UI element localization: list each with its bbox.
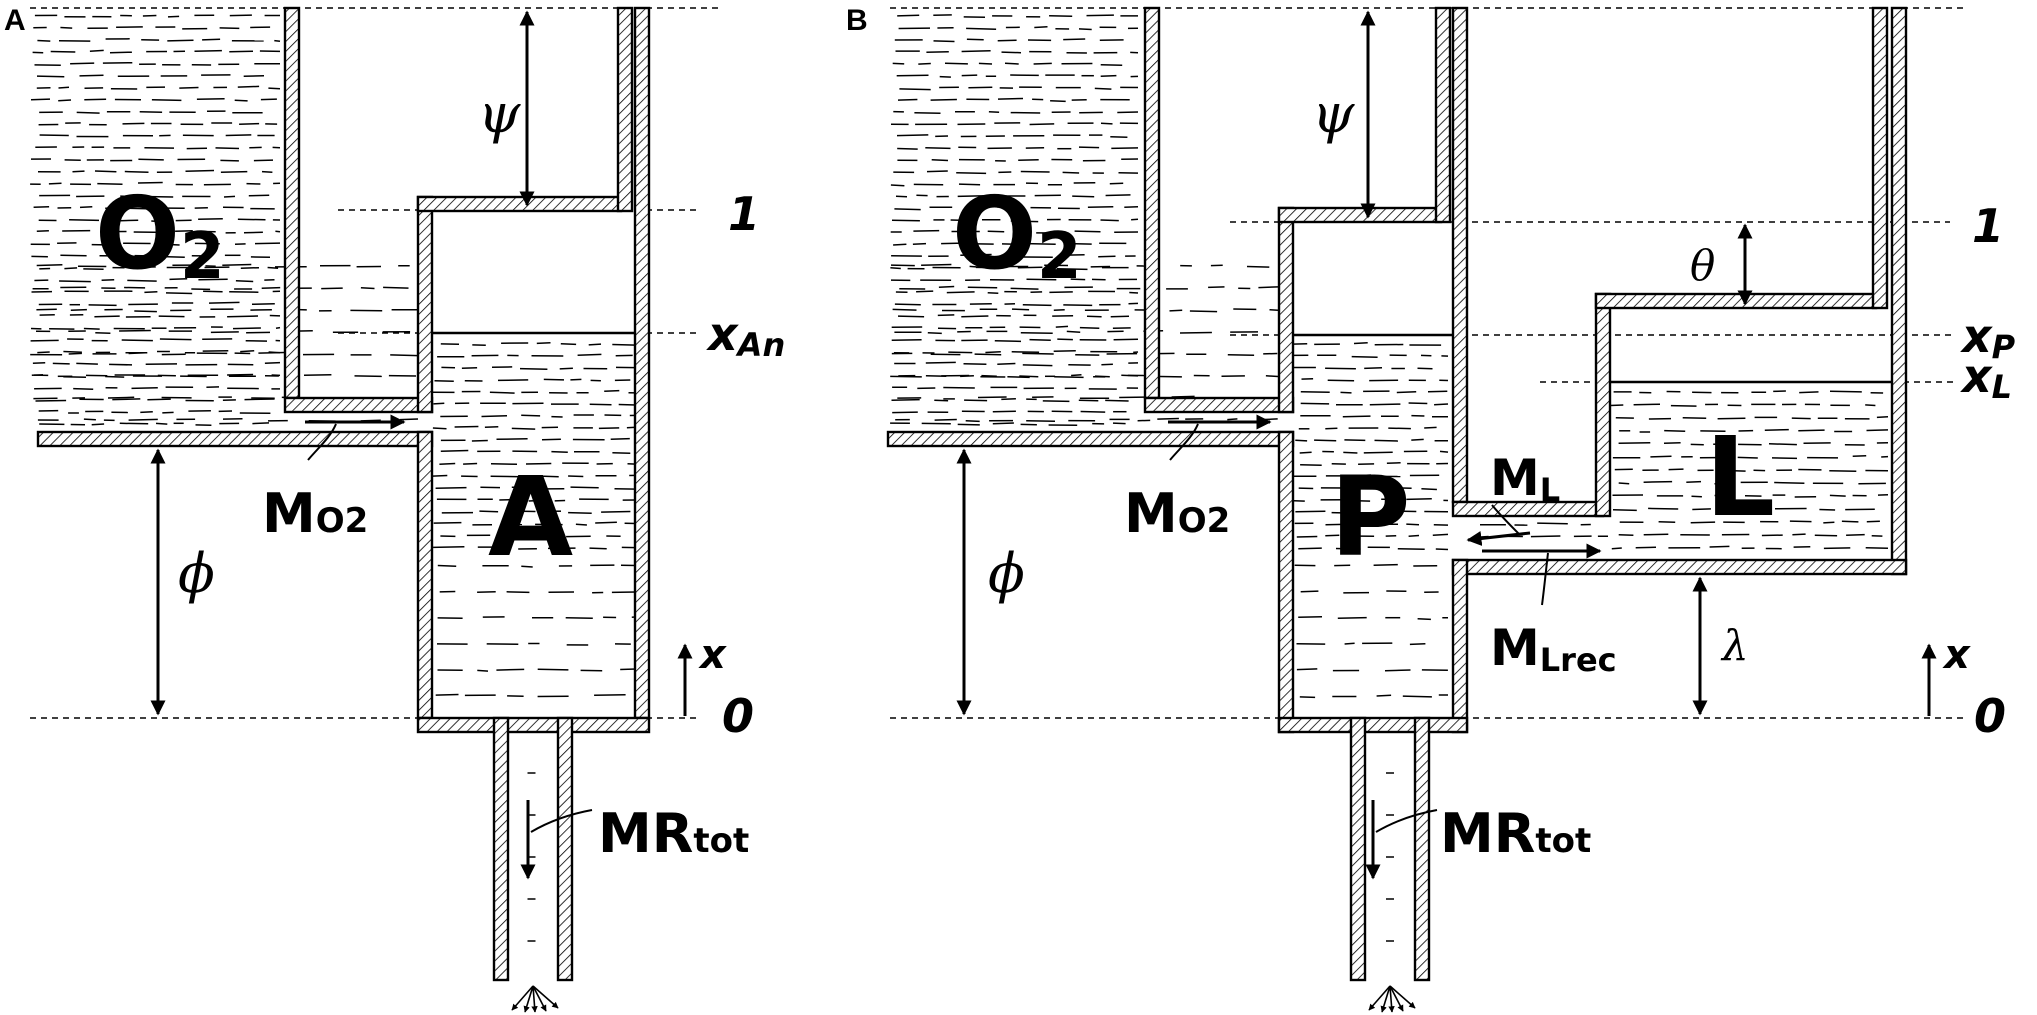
panel-b-lactate-rec-flow-leader bbox=[1541, 552, 1549, 606]
panel-b-psi-label: ψ bbox=[1312, 82, 1355, 145]
panel-b-lactate-rec-flow-label: MLrec bbox=[1490, 619, 1617, 679]
panel-b: B bbox=[846, 4, 2016, 1013]
panel-a-level-1-label: 1 bbox=[728, 187, 760, 241]
panel-a-oxygen-flow-leader bbox=[307, 423, 337, 461]
panel-a-outflow-spray bbox=[511, 985, 559, 1013]
panel-b-lambda-label: λ bbox=[1720, 621, 1749, 670]
panel-b-outflow-spray bbox=[1368, 985, 1416, 1013]
panel-b-oxygen-flow-label: MO2 bbox=[1124, 482, 1230, 545]
panel-b-x-axis-label: x bbox=[1942, 632, 1971, 678]
panel-a-fluid-oxygen bbox=[30, 14, 281, 426]
panel-a-letter: A bbox=[4, 4, 26, 37]
panel-a-oxygen-label: O2 bbox=[95, 175, 225, 294]
panel-b-vessel-walls bbox=[886, 6, 1908, 982]
panel-b-fluid-oxygen bbox=[890, 14, 1279, 426]
panel-a-psi-label: ψ bbox=[478, 82, 521, 145]
panel-b-phi-label: ϕ bbox=[988, 542, 1025, 605]
panel-b-oxygen-flow-leader bbox=[1169, 423, 1199, 461]
panel-b-phosphagen-label: P bbox=[1330, 453, 1411, 581]
panel-b-lactate-label: L bbox=[1705, 413, 1775, 541]
panel-a-fluid-oxygen-lower bbox=[30, 263, 419, 422]
panel-a-compartment-label: A bbox=[488, 453, 573, 581]
panel-a-phi-label: ϕ bbox=[178, 542, 215, 605]
panel-b-level-0-label: 0 bbox=[1974, 689, 2006, 743]
panel-b-fluid-phosphagen bbox=[1292, 342, 1449, 942]
panel-b-level-xp-label: xP bbox=[1960, 309, 2016, 366]
panel-b-total-flow-leader bbox=[1375, 809, 1438, 833]
panel-a: A bbox=[4, 4, 785, 1013]
panel-b-theta-label: θ bbox=[1690, 241, 1715, 290]
panel-a-total-flow-leader bbox=[530, 809, 593, 833]
panel-a-oxygen-flow-label: MO2 bbox=[262, 482, 368, 545]
panel-b-lactate-flow-label: ML bbox=[1490, 449, 1560, 509]
panel-a-level-xan-label: xAn bbox=[706, 307, 785, 364]
panel-b-lactate-flow-leader bbox=[1491, 504, 1521, 536]
panel-b-level-xl-label: xL bbox=[1960, 349, 2012, 406]
panel-a-total-flow-label: MRtot bbox=[598, 802, 749, 865]
panel-a-x-axis-label: x bbox=[698, 632, 727, 678]
panel-b-letter: B bbox=[846, 4, 868, 37]
panel-a-level-0-label: 0 bbox=[722, 689, 754, 743]
panel-b-oxygen-label: O2 bbox=[952, 175, 1082, 294]
panel-b-total-flow-label: MRtot bbox=[1440, 802, 1591, 865]
panel-b-level-1-label: 1 bbox=[1972, 199, 2004, 253]
panel-a-fluid-compartment bbox=[432, 342, 639, 942]
